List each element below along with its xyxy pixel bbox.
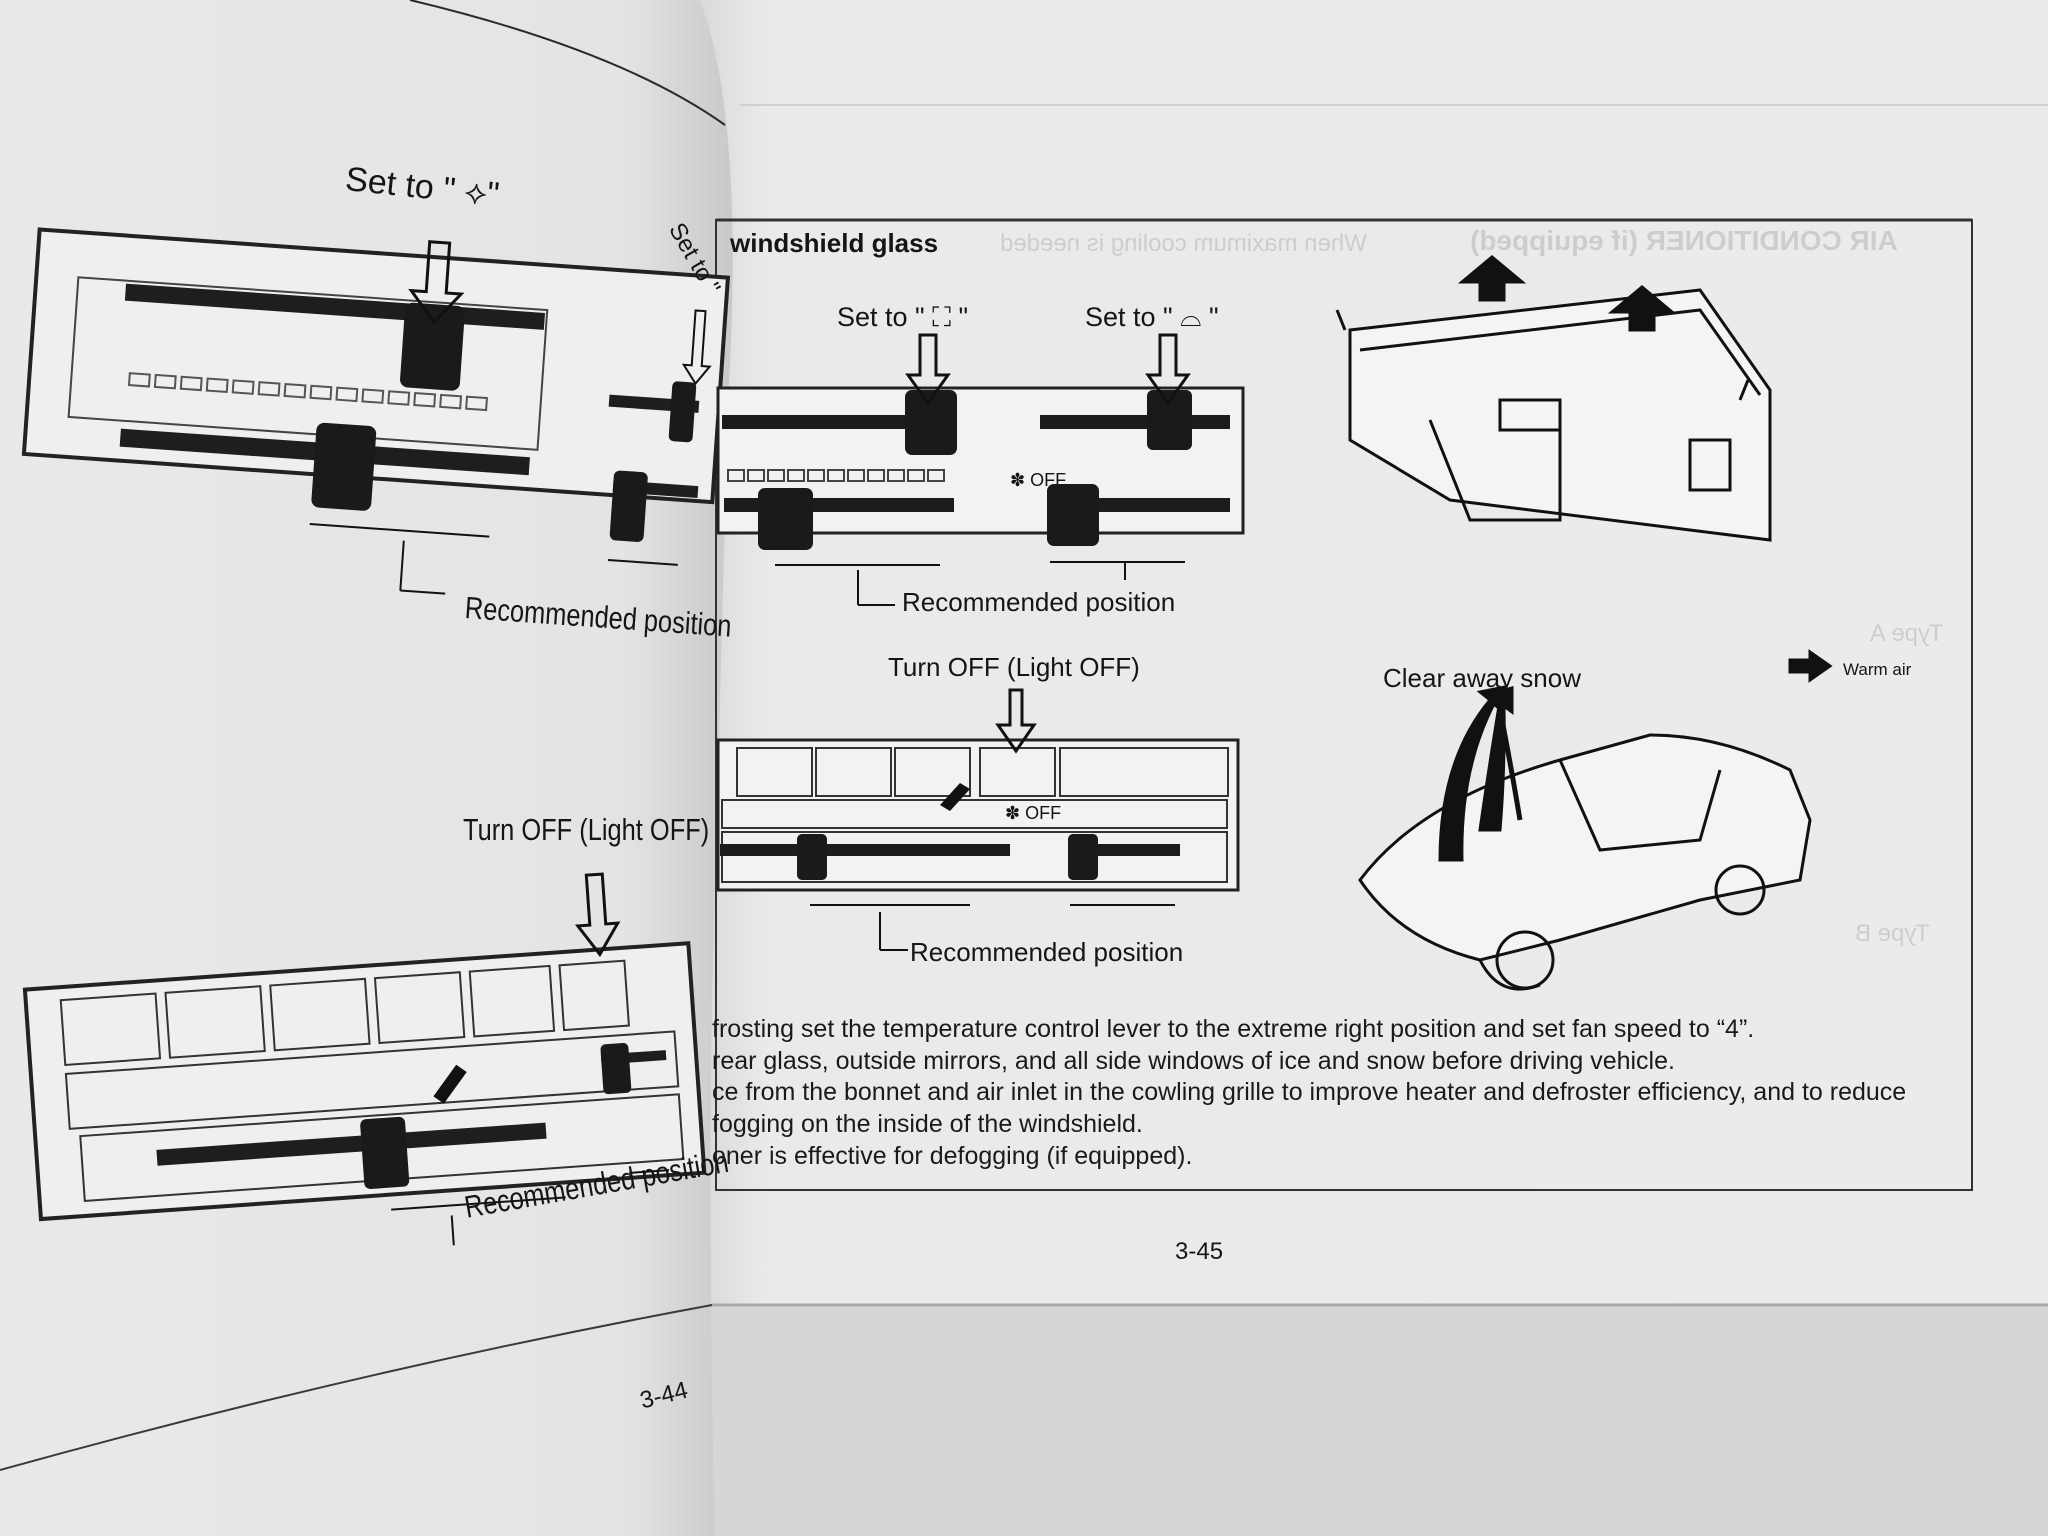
body-text-line: fogging on the inside of the windshield. — [712, 1110, 1143, 1138]
fan-off-label: ✽ OFF — [1010, 470, 1067, 490]
body-text-line: frosting set the temperature control lev… — [712, 1015, 1755, 1043]
left-panel-1 — [21, 227, 731, 595]
set-to-fresh-air-label: Set to " ⌓ " — [1085, 302, 1219, 332]
recommended-position-label-1: Recommended position — [902, 587, 1176, 617]
right-panel-top — [716, 333, 1245, 606]
bleed-through-text: Type B — [1855, 920, 1930, 947]
body-text-line: ce from the bonnet and air inlet in the … — [712, 1078, 1907, 1106]
car-illustration — [1358, 649, 1833, 991]
right-panel-middle — [716, 688, 1240, 951]
section-heading: windshield glass — [730, 228, 939, 258]
right-page-number: 3-45 — [1175, 1238, 1224, 1265]
turn-off-label: Turn OFF (Light OFF) — [888, 652, 1140, 682]
clear-away-snow-label: Clear away snow — [1383, 663, 1581, 693]
bleed-through-text: Type A — [1870, 620, 1944, 647]
left-turn-off-label: Turn OFF (Light OFF) — [463, 812, 710, 847]
body-text-line: rear glass, outside mirrors, and all sid… — [712, 1047, 1675, 1075]
fan-off-label-2: ✽ OFF — [1005, 803, 1062, 823]
warm-air-legend: Warm air — [1843, 660, 1912, 679]
bleed-through-text: AIR CONDITIONER (if equipped) — [1470, 225, 1898, 256]
recommended-position-label-2: Recommended position — [910, 937, 1184, 967]
left-panel-2 — [22, 872, 707, 1246]
set-to-defrost-label: Set to " ⛶ " — [837, 302, 969, 332]
dashboard-illustration — [1335, 255, 1772, 542]
left-page — [0, 0, 733, 1536]
bleed-through-text: When maximum cooling is needed — [1000, 230, 1367, 257]
body-text-line: oner is effective for defogging (if equi… — [712, 1142, 1193, 1170]
